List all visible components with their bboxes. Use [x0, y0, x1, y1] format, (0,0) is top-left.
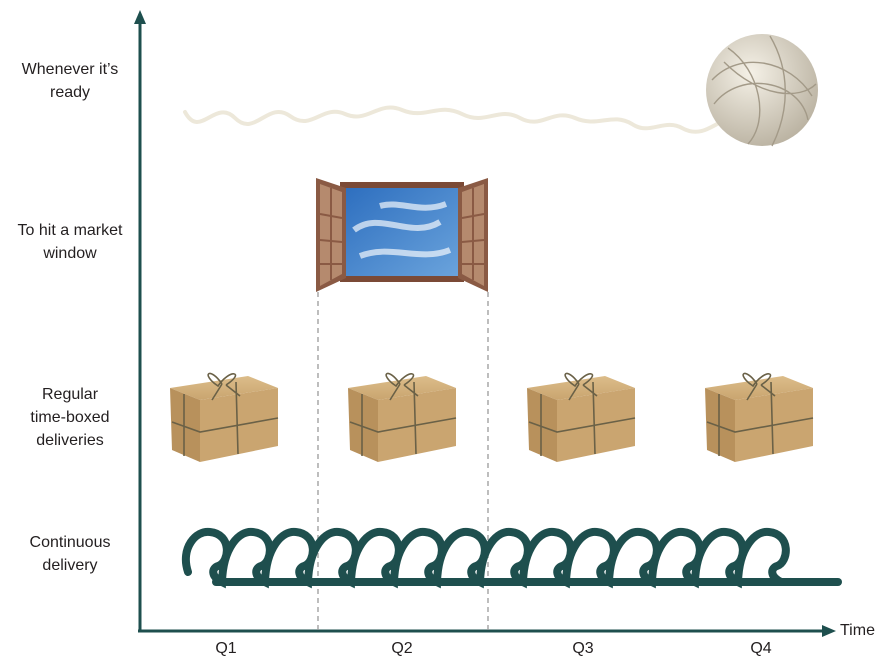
- parcel-icon-q4: [705, 373, 813, 462]
- y-axis-arrow-icon: [134, 10, 146, 24]
- loop-line-icon: [186, 532, 838, 582]
- loop-curl-path: [186, 532, 786, 582]
- yarn-ball-icon: [185, 34, 818, 146]
- parcel-icon-q3: [527, 373, 635, 462]
- parcel-icon-q1: [170, 373, 278, 462]
- parcel-icon-q2: [348, 373, 456, 462]
- open-window-icon: [316, 178, 488, 292]
- x-axis-arrow-icon: [822, 625, 836, 637]
